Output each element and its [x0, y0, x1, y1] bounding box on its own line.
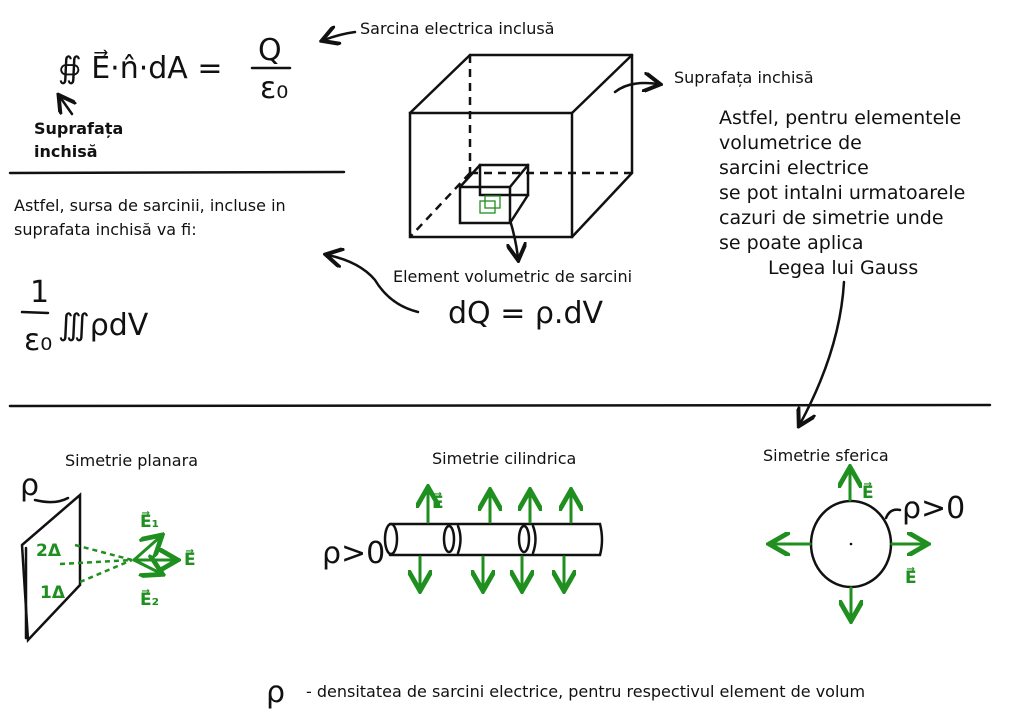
rho-label: ρ: [20, 468, 39, 503]
footer-definition: - densitatea de sarcini electrice, pentr…: [306, 682, 865, 701]
arrow-icon: [328, 255, 420, 314]
arrow-icon: [324, 32, 357, 40]
formula-lhs: ∯ E⃗·n̂·dA =: [58, 50, 223, 86]
spherical-symmetry: Simetrie sferica E⃗ E⃗ ρ>0: [763, 446, 965, 618]
field-label: E⃗: [432, 491, 444, 513]
right-text-block: Astfel, pentru elementele volumetrice de…: [719, 107, 965, 279]
label-enclosed-charge: Sarcina electrica inclusă: [360, 19, 554, 38]
formula-denominator: ε₀: [24, 323, 52, 358]
label-closed-surface-cube: Suprafața inchisă: [674, 68, 814, 87]
arrow-icon: [613, 83, 658, 92]
label-volume-element: Element volumetric de sarcini: [393, 267, 632, 286]
dq-formula: dQ = ρ.dV: [448, 296, 603, 331]
formula-denominator: ε₀: [260, 71, 288, 106]
field-label: E⃗₁: [140, 510, 159, 532]
arrow-icon: [60, 97, 72, 116]
fraction-bar: [20, 310, 50, 315]
source-text: Astfel, sursa de sarcinii, incluse in: [14, 196, 286, 215]
formula-numerator: 1: [30, 275, 49, 310]
source-text: suprafata inchisă va fi:: [14, 220, 197, 239]
field-label: E⃗: [905, 566, 917, 588]
label-closed-surface-left: inchisă: [34, 142, 98, 161]
symmetry-title: Simetrie sferica: [763, 446, 889, 465]
field-label: E⃗₂: [140, 588, 159, 610]
formula-body: ∭ρdV: [58, 308, 149, 343]
cylindrical-symmetry: Simetrie cilindrica ρ>0 E⃗: [322, 449, 604, 588]
arrow-icon: [800, 280, 846, 424]
field-label: E⃗: [862, 481, 874, 503]
area-label: 2Δ: [36, 541, 62, 561]
label-closed-surface-left: Suprafața: [34, 119, 123, 138]
gauss-surface-integral-formula: ∯ E⃗·n̂·dA = Q ε₀: [58, 33, 292, 106]
text-line: volumetrice de: [719, 132, 862, 154]
area-label: 1Δ: [40, 583, 66, 603]
formula-numerator: Q: [258, 33, 282, 68]
text-line: sarcini electrice: [719, 157, 869, 179]
planar-symmetry: Simetrie planara ρ 2Δ 1Δ E⃗₁ E⃗ E⃗₂: [20, 451, 198, 643]
rho-symbol: ρ: [266, 675, 285, 710]
divider: [8, 403, 992, 408]
field-label: E⃗: [184, 548, 196, 570]
symmetry-title: Simetrie planara: [65, 451, 198, 470]
closed-surface-cube: [408, 53, 634, 239]
arrow-icon: [510, 218, 518, 258]
text-line: Legea lui Gauss: [768, 257, 918, 279]
volume-element: [479, 200, 496, 214]
divider: [8, 170, 346, 175]
text-line: Astfel, pentru elementele: [719, 107, 961, 129]
volume-integral-formula: 1 ε₀ ∭ρdV: [20, 275, 149, 358]
text-line: se pot intalni urmatoarele: [719, 182, 965, 204]
rho-label: ρ>0: [322, 536, 385, 571]
symmetry-title: Simetrie cilindrica: [432, 449, 576, 468]
text-line: se poate aplica: [719, 232, 864, 254]
rho-label: ρ>0: [902, 491, 965, 526]
text-line: cazuri de simetrie unde: [719, 207, 944, 229]
